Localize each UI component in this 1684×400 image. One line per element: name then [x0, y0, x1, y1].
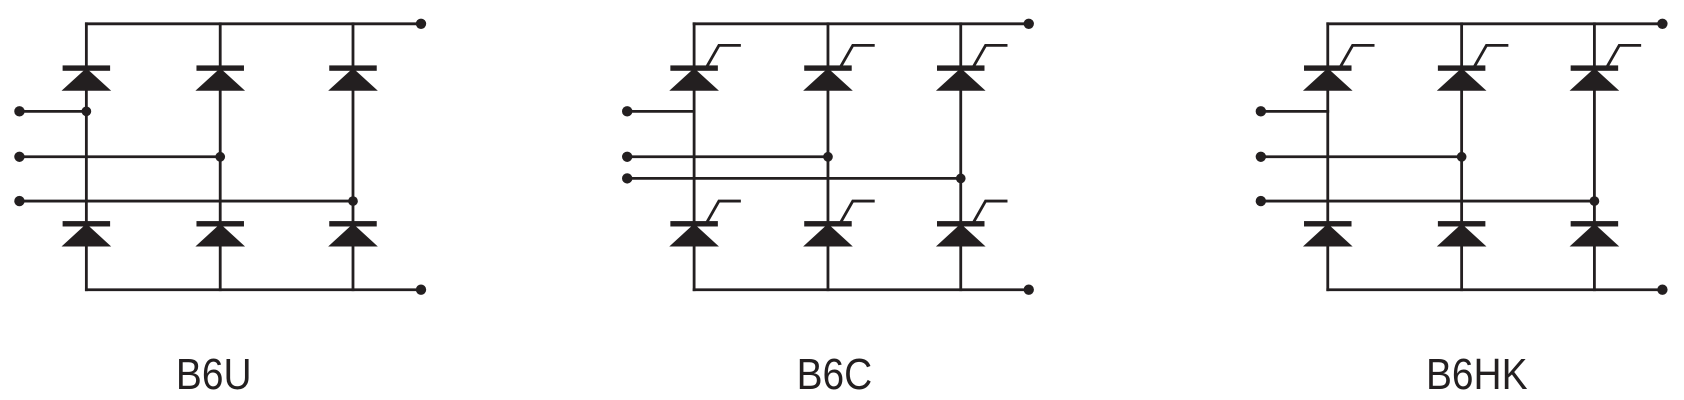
- junction-dot-3: [348, 196, 358, 206]
- lower-diode-3-anode-triangle: [1569, 223, 1620, 247]
- ac-input-terminal-dot-1: [1255, 106, 1267, 117]
- ac-input-terminal-dot-3: [1255, 195, 1267, 207]
- ac-input-terminal-dot-3: [622, 173, 633, 184]
- negative-terminal-dot: [1023, 284, 1034, 295]
- lower-diode-2-anode-triangle: [195, 223, 246, 247]
- lower-diode-3-anode-triangle: [328, 223, 378, 247]
- lower-thyristor-3-anode-triangle: [935, 223, 986, 247]
- upper-thyristor-1-gate-lead: [704, 44, 741, 71]
- junction-dot-3: [955, 173, 966, 184]
- label-b6hk: B6HK: [1426, 350, 1528, 398]
- bridge-b6c: [622, 18, 1034, 295]
- upper-thyristor-1-anode-triangle: [1302, 68, 1353, 91]
- upper-thyristor-3-anode-triangle: [935, 68, 986, 91]
- lower-diode-2-anode-triangle: [1436, 223, 1487, 247]
- upper-diode-1-anode-triangle: [61, 68, 112, 91]
- ac-input-terminal-dot-2: [14, 151, 25, 162]
- upper-diode-2-anode-triangle: [195, 68, 246, 91]
- upper-diode-3-anode-triangle: [328, 68, 378, 91]
- ac-input-terminal-dot-1: [622, 106, 633, 117]
- upper-thyristor-3-anode-triangle: [1569, 68, 1620, 91]
- upper-thyristor-2-gate-lead: [1471, 44, 1509, 71]
- ac-input-terminal-dot-2: [1255, 151, 1267, 162]
- lower-thyristor-2-gate-lead: [837, 199, 875, 226]
- negative-terminal-dot: [415, 284, 427, 295]
- upper-thyristor-2-anode-triangle: [803, 68, 853, 91]
- lower-thyristor-1-gate-lead: [704, 199, 741, 226]
- ac-input-terminal-dot-1: [14, 106, 25, 117]
- lower-diode-1-anode-triangle: [1302, 223, 1353, 247]
- junction-dot-2: [1456, 151, 1467, 162]
- junction-dot-2: [215, 151, 226, 162]
- junction-dot-1: [81, 106, 92, 117]
- positive-terminal-dot: [1657, 18, 1668, 29]
- upper-thyristor-1-gate-lead: [1337, 44, 1375, 71]
- negative-terminal-dot: [1657, 284, 1668, 295]
- positive-terminal-dot: [1023, 18, 1034, 29]
- bridge-b6hk: [1255, 18, 1668, 295]
- upper-thyristor-1-anode-triangle: [669, 68, 719, 91]
- lower-diode-1-anode-triangle: [61, 223, 112, 247]
- bridge-b6u: [14, 18, 427, 295]
- lower-thyristor-2-anode-triangle: [803, 223, 853, 247]
- lower-thyristor-3-gate-lead: [970, 199, 1008, 226]
- upper-thyristor-2-gate-lead: [837, 44, 875, 71]
- label-b6c: B6C: [797, 350, 873, 398]
- ac-input-terminal-dot-2: [622, 151, 633, 162]
- upper-thyristor-2-anode-triangle: [1436, 68, 1487, 91]
- upper-thyristor-3-gate-lead: [1604, 44, 1642, 71]
- positive-terminal-dot: [415, 18, 427, 29]
- label-b6u: B6U: [176, 350, 252, 398]
- junction-dot-2: [823, 151, 833, 162]
- upper-thyristor-3-gate-lead: [970, 44, 1008, 71]
- ac-input-terminal-dot-3: [14, 195, 25, 207]
- junction-dot-3: [1589, 196, 1600, 206]
- upper-thyristor-2-cathode-bar: [1437, 65, 1486, 71]
- lower-thyristor-1-anode-triangle: [669, 223, 719, 247]
- lower-diode-2-cathode-bar: [1437, 221, 1486, 227]
